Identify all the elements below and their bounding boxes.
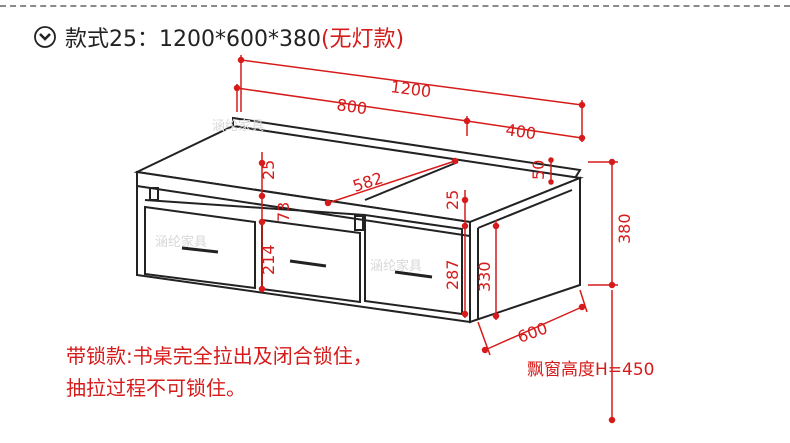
dim-400: 400	[504, 120, 537, 143]
dim-287: 287	[443, 259, 462, 290]
dim-1200: 1200	[389, 77, 432, 101]
watermark-right: 涵纶家具	[370, 258, 422, 274]
drawer-handles	[181, 246, 433, 279]
dimension-lines	[233, 55, 618, 424]
cabinet-outline	[133, 116, 584, 324]
chevron-circle-down-icon	[34, 26, 56, 48]
section-header: 款式25：1200*600*380(无灯款)	[33, 20, 404, 54]
dim-25-left: 25	[259, 160, 278, 180]
dim-25-right: 25	[443, 190, 462, 210]
model-title-variant: (无灯款)	[320, 27, 405, 52]
sill-height-note: 飘窗高度H=450	[527, 360, 655, 380]
dim-330: 330	[475, 261, 494, 292]
watermark-top: 涵纶家具	[212, 118, 264, 134]
top-dashed-divider	[0, 5, 790, 7]
dim-214: 214	[259, 244, 278, 275]
model-title: 款式25：1200*600*380(无灯款)	[65, 21, 404, 53]
lock-note: 带锁款:书桌完全拉出及闭合锁住， 抽拉过程不可锁住。	[66, 344, 373, 400]
dim-73: 73	[274, 202, 293, 222]
dim-800: 800	[335, 95, 368, 118]
dim-50: 50	[529, 160, 548, 180]
model-title-main: 款式25：1200*600*380	[65, 27, 321, 52]
dim-380: 380	[615, 213, 634, 244]
watermark-left: 涵纶家具	[155, 234, 207, 250]
dim-600: 600	[515, 318, 550, 346]
